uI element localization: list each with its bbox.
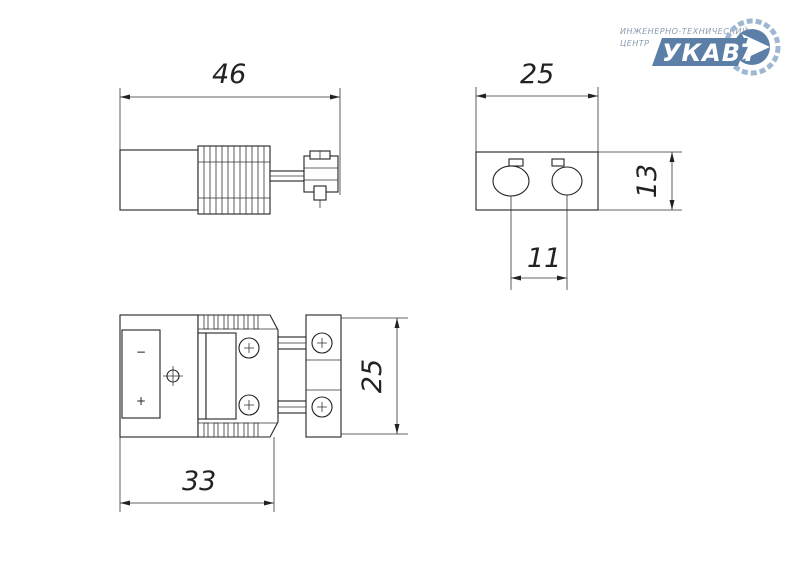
logo-text-line2: ЦЕНТР bbox=[620, 39, 650, 48]
end-key-right bbox=[551, 158, 565, 167]
dim-end-width: 25 bbox=[520, 59, 554, 90]
screw-icon bbox=[238, 394, 260, 416]
polarity-minus: − bbox=[136, 345, 146, 359]
logo-arrow-icon bbox=[742, 34, 770, 60]
side-screw-shank bbox=[313, 185, 327, 201]
dim-top-width: 25 bbox=[357, 359, 388, 393]
end-view: 25 13 11 bbox=[475, 59, 682, 290]
dim-end-height: 13 bbox=[632, 164, 663, 198]
top-slot-center bbox=[205, 332, 237, 420]
top-label-window bbox=[121, 329, 161, 419]
dim-top-length: 33 bbox=[182, 466, 216, 497]
end-key-left bbox=[508, 158, 524, 167]
logo-banner bbox=[652, 38, 748, 66]
top-slot-left bbox=[197, 332, 207, 420]
side-ribs bbox=[198, 146, 270, 214]
dim-side-length: 46 bbox=[212, 59, 246, 90]
logo-text-line1: ИНЖЕНЕРНО-ТЕХНИЧЕСКИЙ bbox=[620, 25, 748, 36]
side-body-plain bbox=[119, 149, 199, 211]
screw-icon bbox=[238, 337, 260, 359]
polarity-plus: + bbox=[136, 394, 146, 408]
logo-brand: УКАВТ bbox=[662, 39, 759, 67]
end-pin-hole-right bbox=[551, 166, 583, 196]
dim-pin-spacing: 11 bbox=[527, 243, 561, 274]
side-view: 46 bbox=[119, 59, 341, 215]
company-logo: ИНЖЕНЕРНО-ТЕХНИЧЕСКИЙ ЦЕНТР УКАВТ bbox=[620, 18, 781, 76]
screw-icon bbox=[311, 396, 333, 418]
screw-icon bbox=[311, 332, 333, 354]
end-pin-hole-left bbox=[492, 165, 530, 197]
top-view: − + bbox=[119, 314, 408, 512]
